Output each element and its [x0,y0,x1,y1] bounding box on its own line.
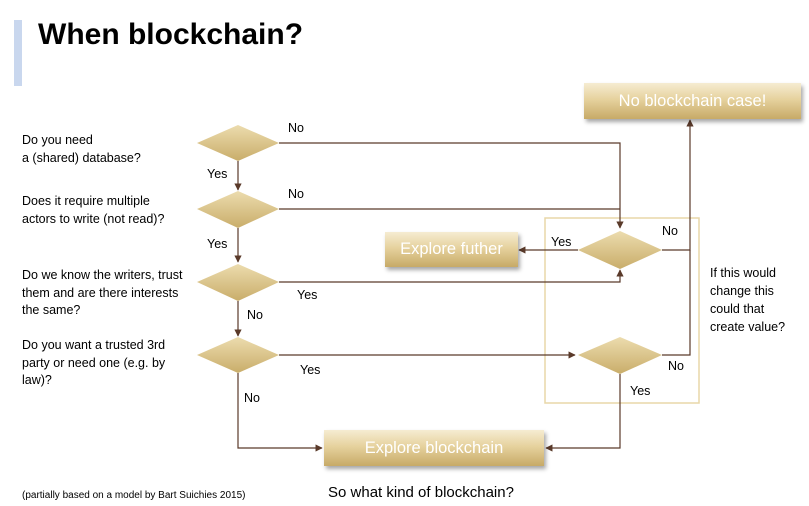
outcome-explore-further: Explore futher [385,232,518,267]
page-title: When blockchain? [38,18,304,51]
label-d4-yes: Yes [300,363,321,377]
title-accent-bar [14,20,22,86]
side-note: If this would change this could that cre… [710,266,786,334]
decision-diamond-1 [197,125,279,161]
connector-d1-d5 [279,142,624,229]
label-d1-yes: Yes [207,167,228,181]
label-d5-yes: Yes [551,235,572,249]
outcome-no-blockchain: No blockchain case! [584,83,801,119]
connector-d4-explore-blockchain [237,373,323,452]
label-d3-yes: Yes [297,288,318,302]
label-d4-no: No [244,391,260,405]
scope-box [544,217,700,404]
decision-diamond-5 [578,231,662,269]
label-d5-no: No [662,224,678,238]
connector-d6-explore-blockchain [545,374,621,452]
subtitle: So what kind of blockchain? [328,484,514,501]
decision-diamond-2 [197,191,279,228]
label-d2-no: No [288,187,304,201]
decision-diamond-6 [578,337,662,374]
label-d2-yes: Yes [207,237,228,251]
decision-diamond-3 [197,264,279,301]
question-multiple-writers: Does it require multiple actors to write… [22,194,165,226]
outcome-explore-blockchain: Explore blockchain [324,430,544,466]
connector-d3-d5 [279,269,624,283]
label-d1-no: No [288,121,304,135]
label-d6-yes: Yes [630,384,651,398]
question-shared-database: Do you need a (shared) database? [22,133,141,165]
label-d6-no: No [668,359,684,373]
decision-diamond-4 [197,337,279,373]
footnote: (partially based on a model by Bart Suic… [22,490,246,501]
connector-d6-no-blockchain [662,250,691,356]
question-trusted-third-party: Do you want a trusted 3rd party or need … [22,338,166,387]
label-d3-no: No [247,308,263,322]
question-trusted-writers: Do we know the writers, trust them and a… [22,268,183,317]
